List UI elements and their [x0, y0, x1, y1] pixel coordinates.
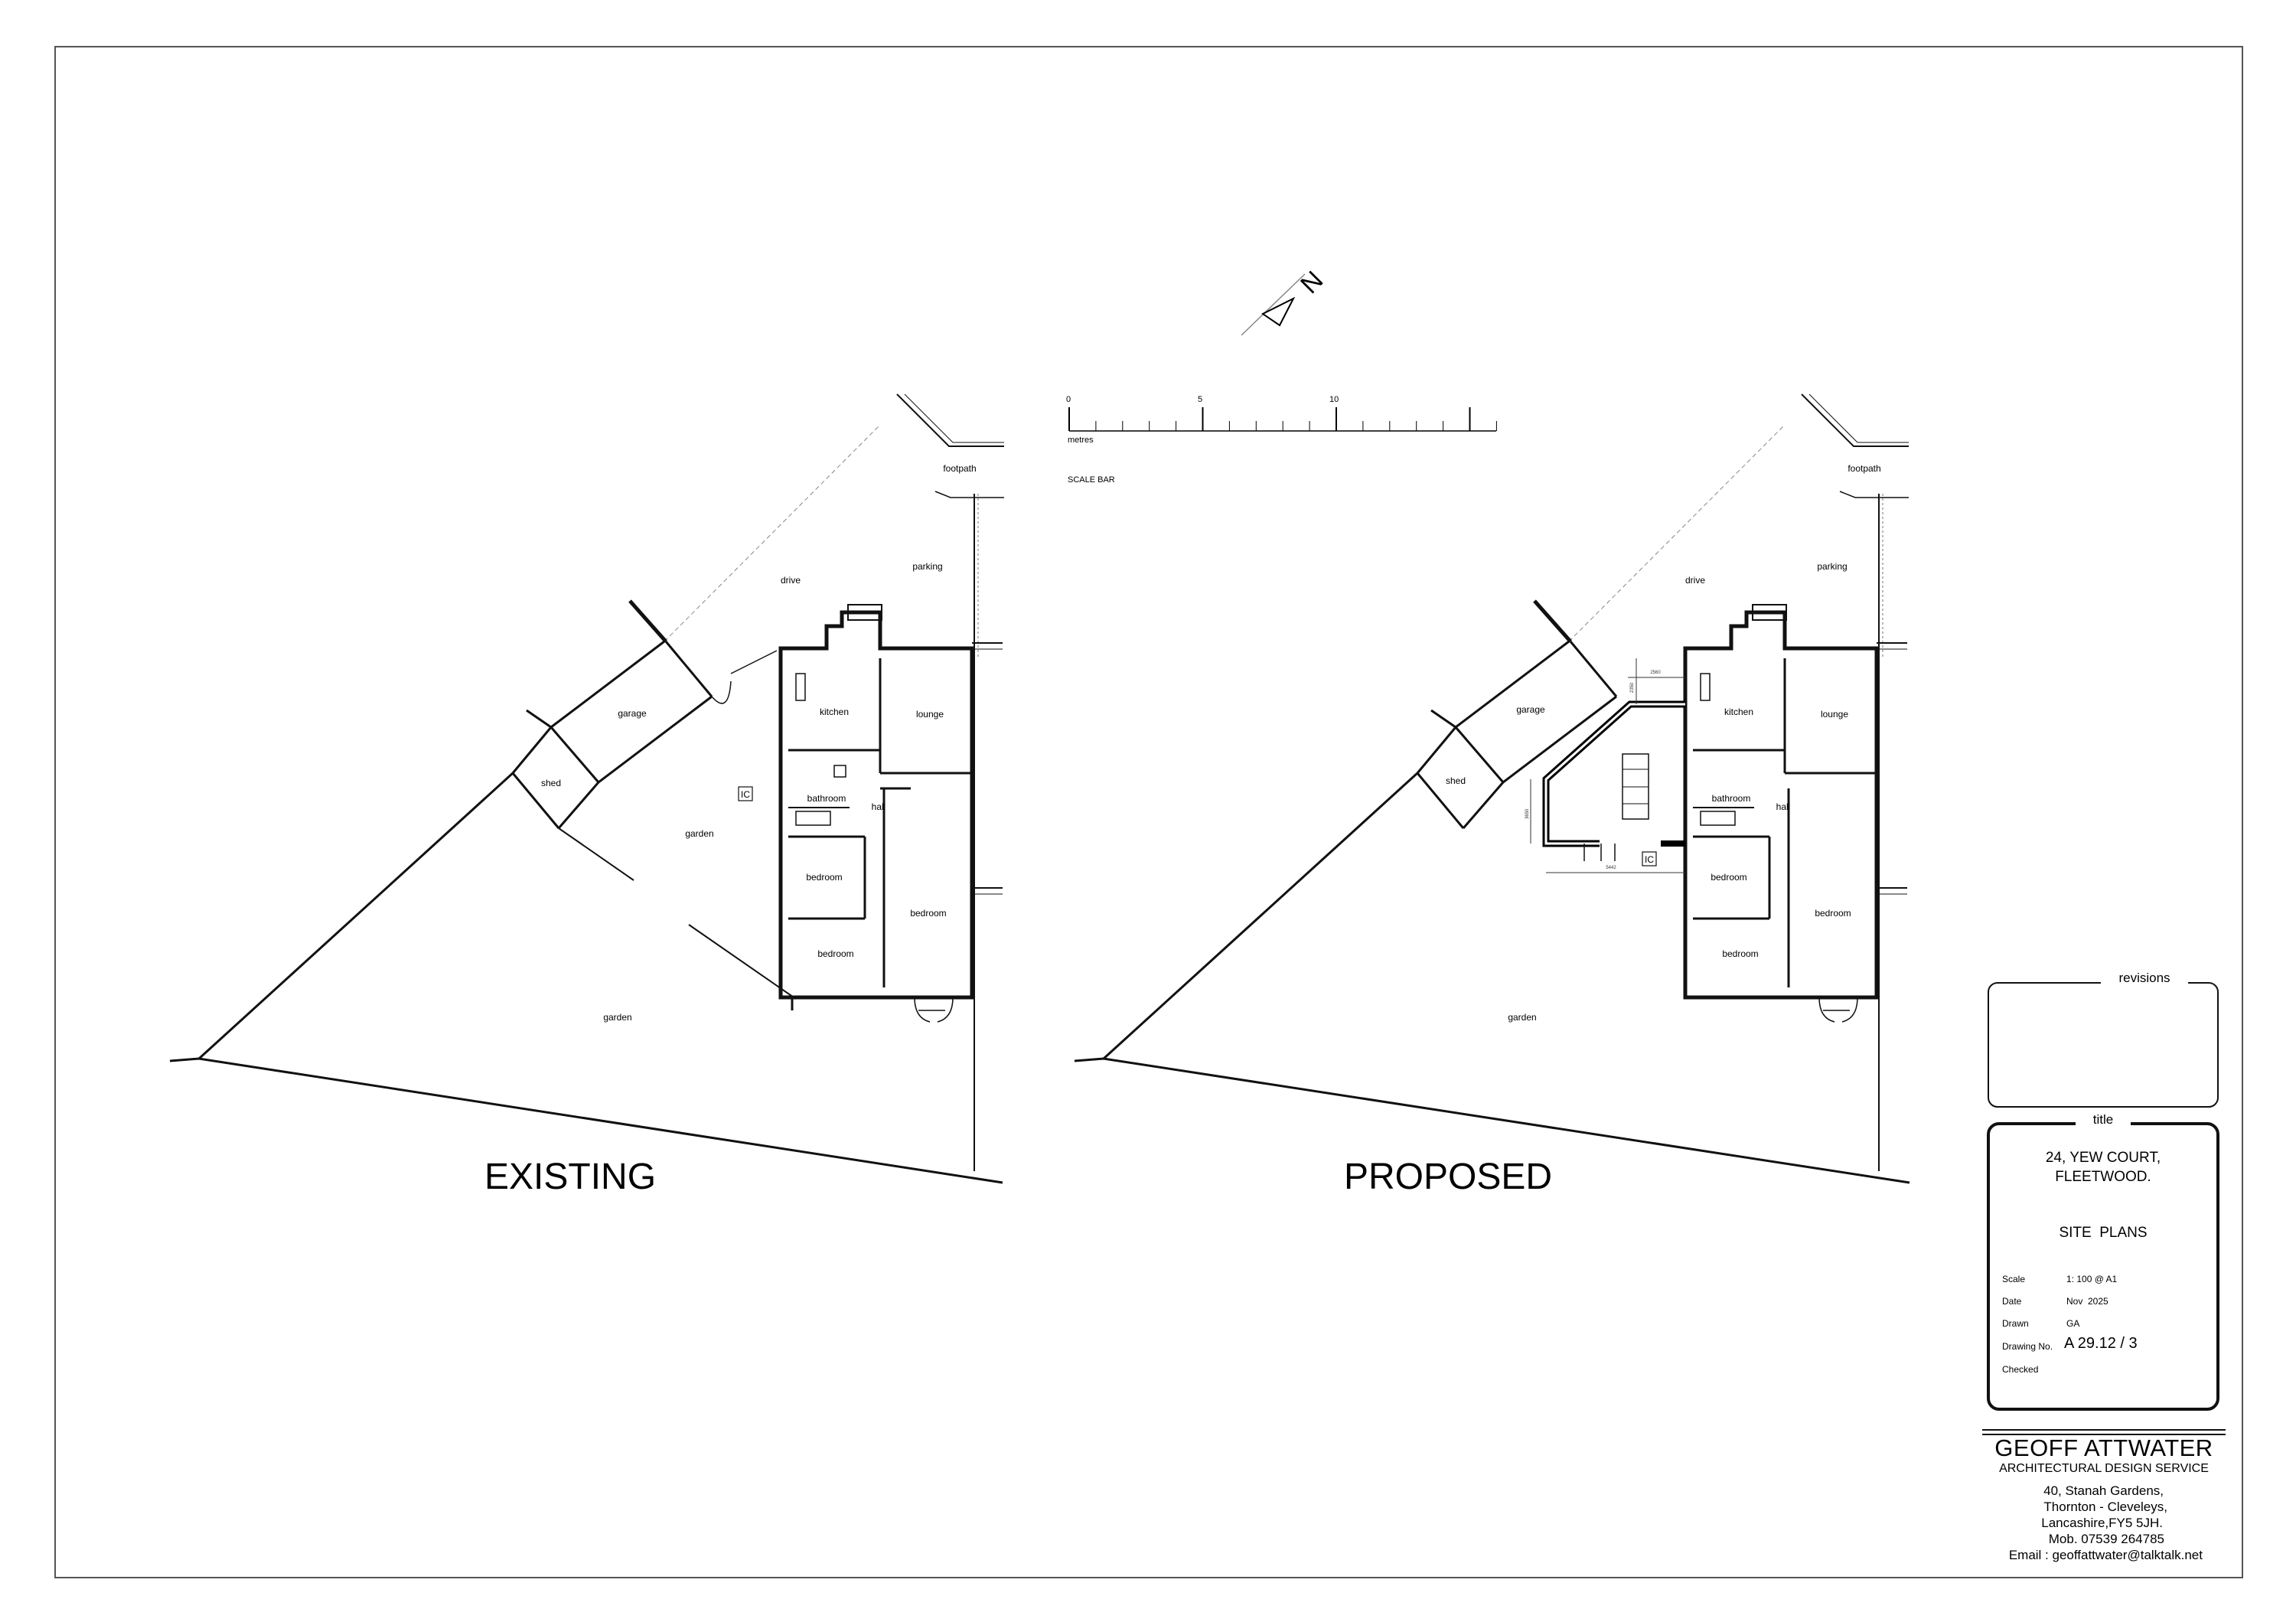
proposed-heading: PROPOSED — [1344, 1157, 1553, 1197]
north-label: N — [1295, 266, 1329, 299]
label-bedroom: bedroom — [910, 908, 946, 919]
label-bedroom: bedroom — [806, 872, 842, 883]
inspection-chamber — [1642, 851, 1657, 866]
label-footpath: footpath — [943, 463, 976, 474]
label-parking: parking — [912, 561, 942, 572]
revisions-heading: revisions — [2118, 971, 2170, 985]
label-shed: shed — [541, 778, 561, 788]
address-line-1: 24, YEW COURT, — [2045, 1150, 2161, 1166]
dimension-depth: 3650 — [1525, 808, 1530, 819]
label-bedroom: bedroom — [1711, 872, 1746, 883]
inspection-chamber — [738, 786, 753, 801]
label-garage: garage — [618, 708, 647, 719]
label-garden: garden — [603, 1012, 631, 1023]
firm-address-1: 40, Stanah Gardens, — [2043, 1483, 2164, 1498]
dimension-return: 2560 — [1650, 671, 1661, 675]
garage-block — [511, 599, 713, 829]
label-garage: garage — [1516, 704, 1545, 715]
title-block — [1982, 971, 2226, 1435]
date-label: Date — [2002, 1296, 2022, 1307]
drawn-value: GA — [2066, 1318, 2080, 1329]
revisions-box — [1988, 982, 2219, 1108]
existing-site-plan: footpath parking drive garage kitchen lo… — [169, 393, 1004, 1184]
label-drive: drive — [781, 575, 801, 586]
label-parking: parking — [1817, 561, 1847, 572]
drive-boundary-line — [1568, 424, 1786, 642]
label-hall: hall — [1776, 801, 1791, 812]
label-ic: IC — [1645, 854, 1654, 865]
proposed-site-plan: 5442 3650 2560 2350 footpath parking dri… — [1074, 393, 1910, 1184]
firm-phone: Mob. 07539 264785 — [2048, 1532, 2164, 1546]
label-lounge: lounge — [916, 709, 944, 720]
scale-unit: metres — [1068, 436, 1094, 445]
label-garden: garden — [685, 828, 713, 839]
proposed-extension — [1530, 658, 1685, 873]
label-footpath: footpath — [1848, 463, 1880, 474]
label-bedroom: bedroom — [817, 948, 853, 959]
scale-tick-10: 10 — [1329, 395, 1339, 404]
site-boundary-west — [197, 772, 514, 1060]
scale-tick-5: 5 — [1198, 395, 1202, 404]
drawing-title: SITE PLANS — [2059, 1225, 2148, 1241]
label-garden: garden — [1508, 1012, 1536, 1023]
firm-email: Email : geoffattwater@talktalk.net — [2008, 1548, 2203, 1562]
scale-bar-label: SCALE BAR — [1068, 475, 1115, 485]
firm-address-3: Lancashire,FY5 5JH. — [2041, 1516, 2163, 1530]
scale-tick-0: 0 — [1066, 395, 1071, 404]
label-drive: drive — [1685, 575, 1705, 586]
label-bathroom: bathroom — [1712, 793, 1751, 804]
firm-name: GEOFF ATTWATER — [1994, 1434, 2213, 1461]
drawing-no-label: Drawing No. — [2002, 1341, 2053, 1352]
scale-bar: 0 5 10 metres SCALE BAR — [1066, 395, 1497, 485]
firm-tagline: ARCHITECTURAL DESIGN SERVICE — [1999, 1462, 2209, 1475]
scale-value: 1: 100 @ A1 — [2066, 1274, 2118, 1284]
label-bathroom: bathroom — [807, 793, 846, 804]
title-heading: title — [2092, 1112, 2114, 1127]
address-line-2: FLEETWOOD. — [2055, 1169, 2151, 1185]
label-hall: hall — [872, 801, 886, 812]
drawing-no-value: A 29.12 / 3 — [2064, 1335, 2138, 1352]
north-arrow: N — [1241, 266, 1329, 336]
existing-house — [778, 604, 1003, 1023]
scale-label: Scale — [2002, 1274, 2026, 1284]
checked-label: Checked — [2002, 1364, 2039, 1375]
site-boundary-west — [1102, 772, 1419, 1060]
garage-block — [1416, 599, 1618, 829]
label-bedroom: bedroom — [1722, 948, 1758, 959]
existing-heading: EXISTING — [484, 1157, 657, 1197]
label-ic: IC — [741, 789, 750, 800]
label-lounge: lounge — [1821, 709, 1848, 720]
proposed-house — [1683, 604, 1907, 1023]
label-bedroom: bedroom — [1815, 908, 1851, 919]
label-shed: shed — [1446, 775, 1466, 786]
label-kitchen: kitchen — [820, 707, 849, 717]
drawn-label: Drawn — [2002, 1318, 2029, 1329]
sheet-border — [54, 46, 2243, 1578]
firm-address-2: Thornton - Cleveleys, — [2043, 1500, 2167, 1514]
dimension-offset: 2350 — [1630, 682, 1635, 693]
date-value: Nov 2025 — [2066, 1296, 2108, 1307]
label-kitchen: kitchen — [1724, 707, 1753, 717]
drive-boundary-line — [664, 424, 881, 642]
dimension-width: 5442 — [1606, 866, 1616, 870]
